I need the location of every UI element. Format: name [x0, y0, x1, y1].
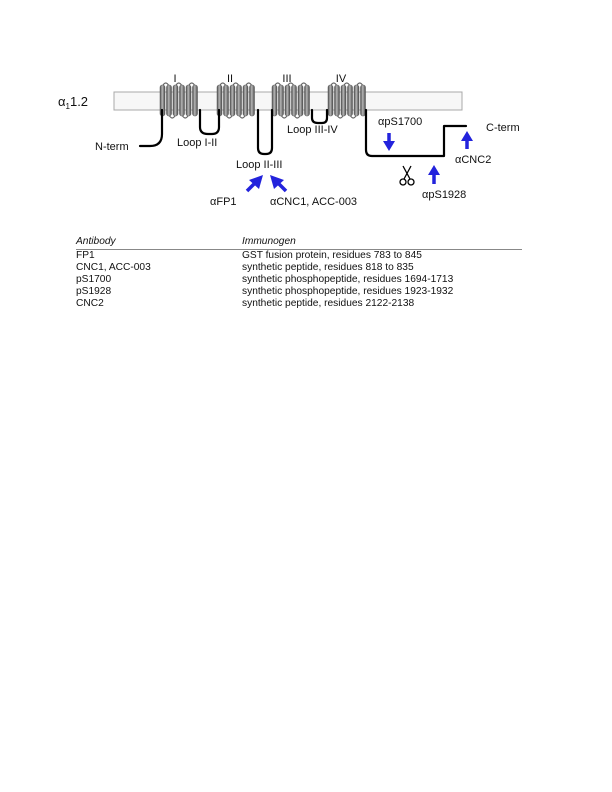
transmembrane-segment	[304, 84, 310, 117]
transmembrane-segment	[179, 84, 185, 117]
transmembrane-segment	[172, 84, 179, 117]
table-row: CNC1, ACC-003 synthetic peptide, residue…	[76, 262, 522, 274]
antibody-label-ps1928: αpS1928	[422, 189, 466, 201]
transmembrane-segment	[340, 84, 347, 117]
transmembrane-segment	[353, 84, 360, 117]
cell-antibody: CNC2	[76, 298, 104, 310]
channel-topology-diagram: α11.2 I II III IV N-term C-term Loop I-I…	[58, 73, 520, 208]
channel-label: α11.2	[58, 94, 88, 111]
loop-i-ii	[198, 108, 221, 136]
column-header-immunogen: Immunogen	[242, 236, 296, 247]
cell-immunogen: synthetic phosphopeptide, residues 1923-…	[242, 286, 454, 298]
antibody-table: Antibody Immunogen FP1 GST fusion protei…	[76, 236, 522, 311]
transmembrane-segments	[159, 84, 366, 117]
column-header-antibody: Antibody	[76, 236, 116, 247]
scissors-icon	[399, 165, 415, 186]
transmembrane-segment	[278, 84, 284, 117]
loop-ii-iii-label: Loop II-III	[236, 159, 282, 171]
table-row: pS1700 synthetic phosphopeptide, residue…	[76, 274, 522, 286]
c-terminal-tail	[364, 108, 468, 158]
transmembrane-segment	[166, 84, 172, 117]
loop-i-ii-label: Loop I-II	[177, 137, 217, 149]
transmembrane-segment	[185, 84, 192, 117]
arrow-cnc2	[461, 131, 473, 149]
transmembrane-segment	[334, 84, 340, 117]
cell-immunogen: synthetic peptide, residues 2122-2138	[242, 298, 415, 310]
antibody-label-ps1700: αpS1700	[378, 116, 422, 128]
arrow-ps1928	[428, 165, 440, 184]
transmembrane-segment	[327, 84, 334, 117]
antibody-label-cnc2: αCNC2	[455, 154, 491, 166]
cell-antibody: FP1	[76, 250, 95, 262]
cell-antibody: pS1700	[76, 274, 112, 286]
transmembrane-segment	[284, 84, 291, 117]
table-row: FP1 GST fusion protein, residues 783 to …	[76, 250, 522, 262]
transmembrane-segment	[271, 84, 278, 117]
n-term-label: N-term	[95, 141, 129, 153]
domain-label-iii: III	[282, 73, 291, 85]
antibody-label-fp1: αFP1	[210, 196, 237, 208]
antibody-label-cnc1-acc003: αCNC1, ACC-003	[270, 196, 357, 208]
loop-iii-iv	[310, 108, 329, 125]
domain-label-i: I	[173, 73, 176, 85]
table-header: Antibody Immunogen	[76, 236, 522, 251]
transmembrane-segment	[229, 84, 236, 117]
domain-label-iv: IV	[336, 73, 347, 85]
transmembrane-segment	[236, 84, 242, 117]
transmembrane-segment	[360, 84, 366, 117]
transmembrane-segment	[242, 84, 249, 117]
transmembrane-segment	[192, 84, 198, 117]
domain-label-ii: II	[227, 73, 233, 85]
arrow-cnc1	[270, 175, 288, 193]
cell-immunogen: synthetic phosphopeptide, residues 1694-…	[242, 274, 454, 286]
transmembrane-segment	[223, 84, 229, 117]
transmembrane-segment	[249, 84, 255, 117]
loop-ii-iii	[256, 108, 274, 156]
c-term-label: C-term	[486, 122, 520, 134]
cell-antibody: pS1928	[76, 286, 112, 298]
loop-iii-iv-label: Loop III-IV	[287, 124, 338, 136]
transmembrane-segment	[297, 84, 304, 117]
table-row: CNC2 synthetic peptide, residues 2122-21…	[76, 298, 522, 310]
arrow-fp1	[245, 175, 263, 193]
cell-antibody: CNC1, ACC-003	[76, 262, 151, 274]
transmembrane-segment	[347, 84, 353, 117]
n-terminal-tail	[138, 108, 164, 148]
arrow-ps1700	[383, 133, 395, 151]
cell-immunogen: GST fusion protein, residues 783 to 845	[242, 250, 422, 262]
transmembrane-segment	[291, 84, 297, 117]
table-row: pS1928 synthetic phosphopeptide, residue…	[76, 286, 522, 298]
cell-immunogen: synthetic peptide, residues 818 to 835	[242, 262, 414, 274]
